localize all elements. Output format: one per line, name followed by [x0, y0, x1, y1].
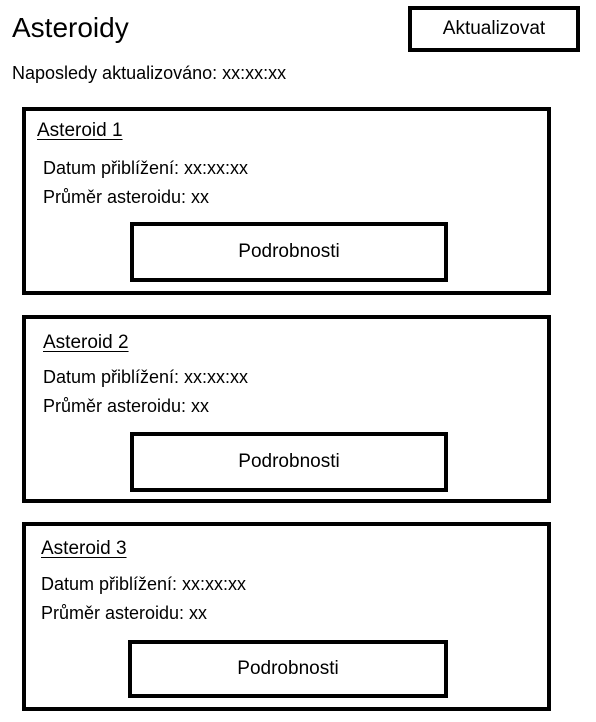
diameter-text: Průměr asteroidu: xx [43, 187, 210, 207]
page-title: Asteroidy [12, 12, 129, 43]
refresh-button[interactable]: Aktualizovat [408, 6, 580, 52]
asteroid-card-title: Asteroid 3 [41, 538, 127, 559]
approach-date-text: Datum přiblížení: xx:xx:xx [43, 158, 249, 178]
asteroid-card-title: Asteroid 2 [43, 332, 129, 353]
diameter-text: Průměr asteroidu: xx [43, 396, 210, 416]
asteroid-card: Asteroid 1 Datum přiblížení: xx:xx:xx Pr… [22, 107, 551, 295]
details-button[interactable]: Podrobnosti [130, 432, 448, 492]
details-button[interactable]: Podrobnosti [128, 640, 448, 698]
approach-date-text: Datum přiblížení: xx:xx:xx [43, 367, 249, 387]
asteroid-card: Asteroid 3 Datum přiblížení: xx:xx:xx Pr… [22, 522, 551, 711]
diameter-text: Průměr asteroidu: xx [41, 603, 208, 623]
last-updated-text: Naposledy aktualizováno: xx:xx:xx [12, 63, 287, 83]
details-button[interactable]: Podrobnosti [130, 222, 448, 282]
asteroid-card-title: Asteroid 1 [37, 120, 123, 141]
approach-date-text: Datum přiblížení: xx:xx:xx [41, 574, 247, 594]
asteroid-card: Asteroid 2 Datum přiblížení: xx:xx:xx Pr… [22, 315, 551, 503]
